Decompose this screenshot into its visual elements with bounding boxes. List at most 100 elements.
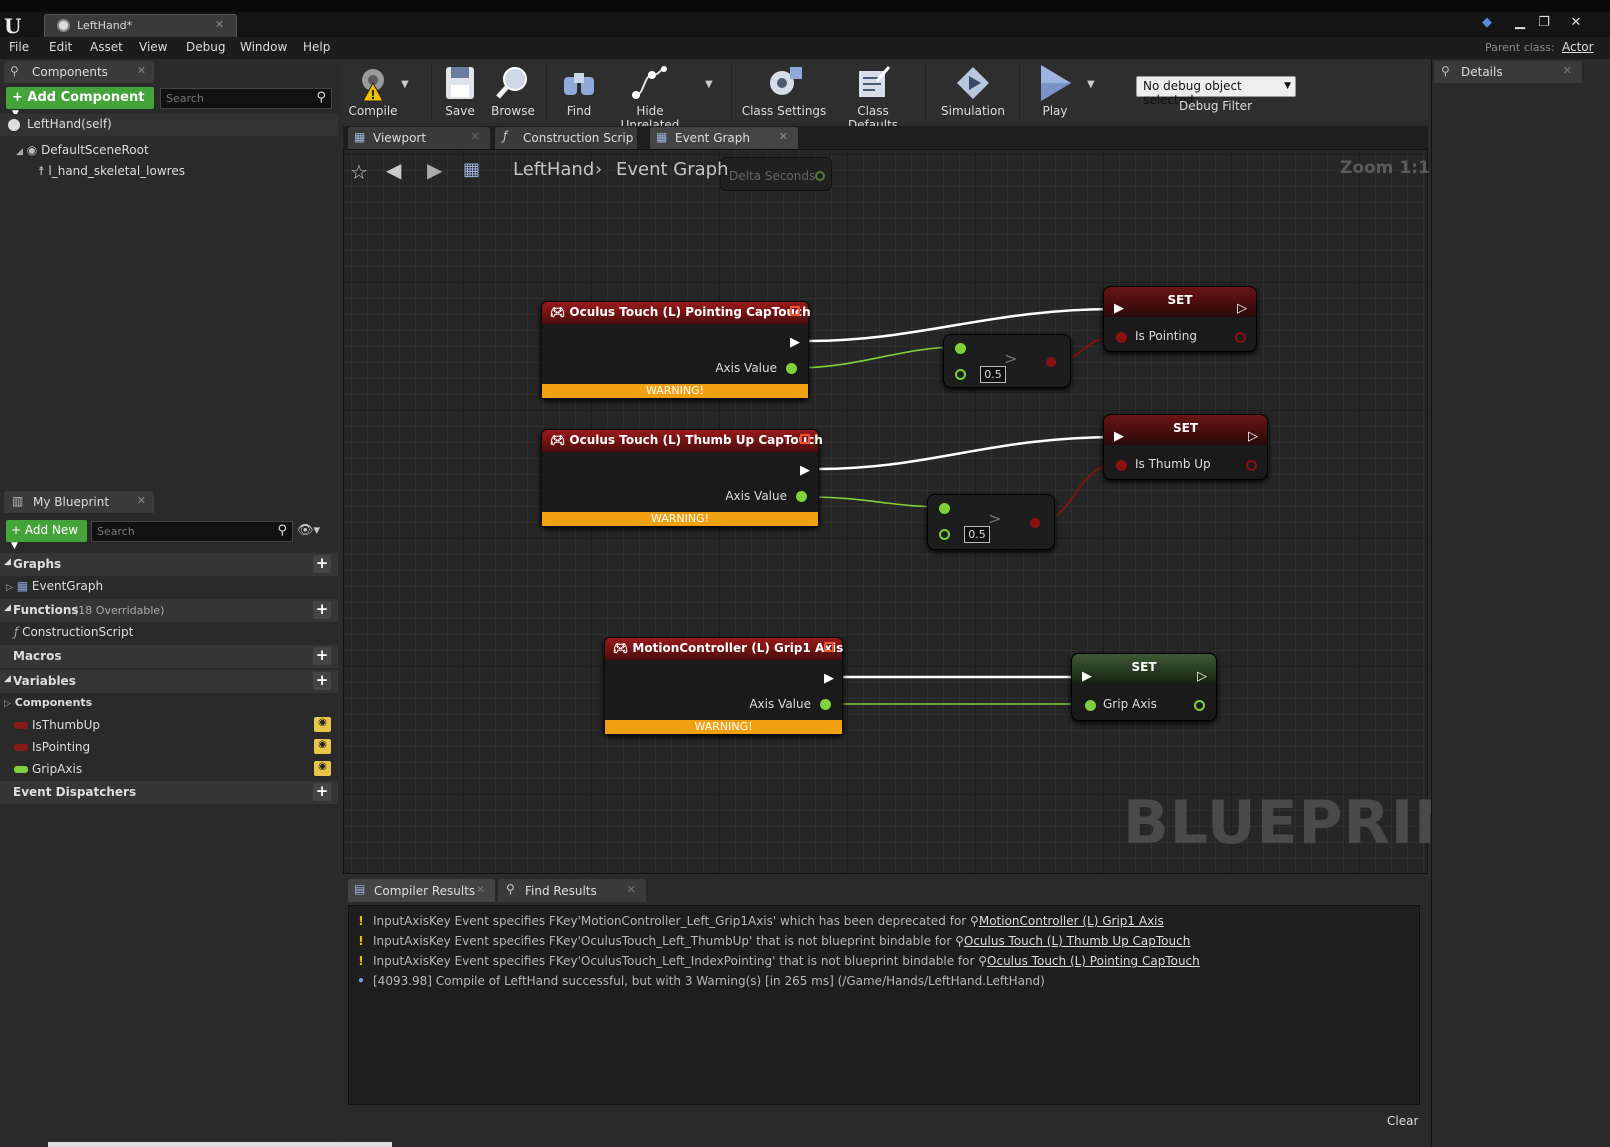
log-node-link[interactable]: Oculus Touch (L) Pointing CapTouch (987, 954, 1200, 968)
source-control-icon[interactable]: ◆ (1482, 15, 1492, 30)
my-blueprint-tab[interactable]: ▥ My Blueprint ✕ (4, 491, 154, 513)
macros-category[interactable]: Macros + (0, 645, 338, 668)
details-tab[interactable]: ⚲ Details ✕ (1434, 61, 1582, 83)
minimize-button[interactable]: ▁ (1515, 15, 1525, 30)
add-function-button[interactable]: + (313, 601, 331, 619)
delegate-pin-icon[interactable] (824, 642, 834, 652)
close-tab-icon[interactable]: ✕ (626, 883, 636, 896)
log-node-link[interactable]: MotionController (L) Grip1 Axis (978, 914, 1164, 928)
add-variable-button[interactable]: + (313, 672, 331, 690)
class-defaults-button[interactable]: Class Defaults (831, 59, 915, 132)
tab-construction-script[interactable]: ƒ Construction Scrip (495, 127, 637, 149)
tab-viewport[interactable]: ▦ Viewport ✕ (348, 127, 490, 149)
compile-options-dropdown[interactable]: ▼ (401, 79, 409, 90)
add-graph-button[interactable]: + (313, 555, 331, 573)
delegate-pin-icon[interactable] (800, 434, 810, 444)
variables-subcategory-components[interactable]: ▷ Components (4, 696, 92, 709)
close-tab-icon[interactable]: ✕ (475, 883, 485, 896)
tab-find-results[interactable]: ⚲ Find Results ✕ (498, 879, 646, 902)
close-tab-icon[interactable]: ✕ (778, 130, 788, 143)
forward-arrow-icon[interactable]: ▶ (427, 158, 443, 182)
tree-item-default-scene-root[interactable]: ◢ ◉ DefaultSceneRoot (16, 143, 149, 157)
float-pin-icon[interactable] (796, 491, 807, 502)
tab-compiler-results[interactable]: ▤ Compiler Results ✕ (348, 879, 495, 902)
menu-view[interactable]: View (139, 40, 168, 54)
add-macro-button[interactable]: + (313, 647, 331, 665)
input-event-node-thumb-up[interactable]: 🎮︎ Oculus Touch (L) Thumb Up CapTouch ▶ … (541, 429, 823, 527)
float-pin-icon[interactable] (939, 503, 950, 514)
tree-item-skeletal-mesh[interactable]: ☨ l_hand_skeletal_lowres (38, 164, 185, 178)
exec-out-pin-icon[interactable]: ▷ (1248, 429, 1258, 444)
exec-in-pin-icon[interactable]: ▶ (1082, 669, 1092, 684)
exec-pin-icon[interactable]: ▶ (790, 335, 800, 350)
close-tab-icon[interactable]: ✕ (1562, 64, 1572, 77)
bool-pin-icon[interactable] (1116, 460, 1127, 471)
bool-pin-icon[interactable] (1235, 332, 1246, 343)
float-pin-icon[interactable] (1194, 700, 1205, 711)
set-node-is-thumb-up[interactable]: SET ▶ ▷ Is Thumb Up (1103, 414, 1268, 480)
exec-pin-icon[interactable]: ▶ (800, 463, 810, 478)
my-blueprint-search-input[interactable]: Search⚲ (91, 521, 293, 542)
visibility-eye-icon[interactable]: ◉ (314, 717, 331, 732)
close-tab-icon[interactable]: ✕ (470, 130, 480, 143)
find-button[interactable]: Find (551, 59, 607, 123)
graph-item-eventgraph[interactable]: ▷ ▦ EventGraph (6, 579, 103, 593)
play-button[interactable]: Play (1025, 59, 1085, 123)
bool-pin-icon[interactable] (1246, 460, 1257, 471)
ghost-node[interactable]: Delta Seconds (720, 157, 832, 191)
bool-pin-icon[interactable] (1030, 518, 1040, 528)
menu-asset[interactable]: Asset (90, 40, 123, 54)
variable-item-ispointing[interactable]: IsPointing ◉ (0, 737, 338, 759)
event-graph-canvas[interactable] (343, 149, 1428, 874)
close-tab-icon[interactable]: ✕ (136, 494, 146, 507)
exec-out-pin-icon[interactable]: ▷ (1237, 301, 1247, 316)
function-item-constructionscript[interactable]: ƒ ConstructionScript (14, 625, 133, 639)
float-pin-icon[interactable] (955, 369, 966, 380)
bool-pin-icon[interactable] (1046, 357, 1056, 367)
tab-event-graph[interactable]: ▦ Event Graph ✕ (650, 127, 798, 149)
components-tab[interactable]: ⚲ Components ✕ (4, 61, 154, 83)
greater-than-node-2[interactable]: 0.5 > (927, 494, 1055, 550)
close-window-button[interactable]: ✕ (1570, 15, 1582, 30)
bool-pin-icon[interactable] (1116, 332, 1127, 343)
breadcrumb-root[interactable]: LeftHand (513, 159, 595, 180)
view-options-eye-icon[interactable]: 👁︎▾ (297, 523, 321, 538)
menu-window[interactable]: Window (240, 40, 288, 54)
float-pin-icon[interactable] (1085, 700, 1096, 711)
input-event-node-grip[interactable]: 🎮︎ MotionController (L) Grip1 Axis ▶ Axi… (604, 637, 843, 735)
greater-than-node-1[interactable]: 0.5 > (943, 334, 1071, 388)
add-event-dispatcher-button[interactable]: + (313, 783, 331, 801)
float-pin-icon[interactable] (786, 363, 797, 374)
set-node-grip-axis[interactable]: SET ▶ ▷ Grip Axis (1071, 653, 1217, 721)
restore-button[interactable]: ❐ (1538, 15, 1550, 30)
exec-in-pin-icon[interactable]: ▶ (1114, 301, 1124, 316)
self-row[interactable]: LeftHand(self) (0, 114, 338, 136)
visibility-eye-icon[interactable]: ◉ (314, 761, 331, 776)
input-event-node-pointing[interactable]: 🎮︎ Oculus Touch (L) Pointing CapTouch ▶ … (541, 301, 811, 399)
compare-value-field[interactable]: 0.5 (964, 526, 990, 543)
exec-pin-icon[interactable]: ▶ (824, 671, 834, 686)
float-pin-icon[interactable] (955, 343, 966, 354)
graphs-category[interactable]: ◢ Graphs + (0, 553, 338, 576)
variable-item-gripaxis[interactable]: GripAxis ◉ (0, 759, 338, 781)
close-tab-icon[interactable]: ✕ (136, 64, 146, 77)
functions-category[interactable]: ◢ Functions (18 Overridable) + (0, 599, 338, 622)
set-node-is-pointing[interactable]: SET ▶ ▷ Is Pointing (1103, 286, 1257, 352)
add-component-button[interactable]: + Add Component ▼ (6, 87, 154, 119)
document-tab[interactable]: LeftHand* ✕ (44, 14, 237, 37)
menu-debug[interactable]: Debug (186, 40, 226, 54)
delegate-pin-icon[interactable] (790, 306, 800, 316)
simulation-button[interactable]: Simulation (935, 59, 1011, 123)
favorite-star-icon[interactable]: ☆ (350, 160, 368, 184)
event-dispatchers-category[interactable]: Event Dispatchers + (0, 781, 338, 804)
exec-out-pin-icon[interactable]: ▷ (1197, 669, 1207, 684)
components-search-input[interactable]: Search⚲ (160, 88, 332, 109)
menu-help[interactable]: Help (303, 40, 331, 54)
close-tab-icon[interactable]: ✕ (214, 18, 224, 31)
float-pin-icon[interactable] (820, 699, 831, 710)
menu-edit[interactable]: Edit (49, 40, 73, 54)
compare-value-field[interactable]: 0.5 (980, 366, 1006, 383)
visibility-eye-icon[interactable]: ◉ (314, 739, 331, 754)
menu-file[interactable]: File (9, 40, 30, 54)
browse-button[interactable]: Browse (485, 59, 541, 123)
